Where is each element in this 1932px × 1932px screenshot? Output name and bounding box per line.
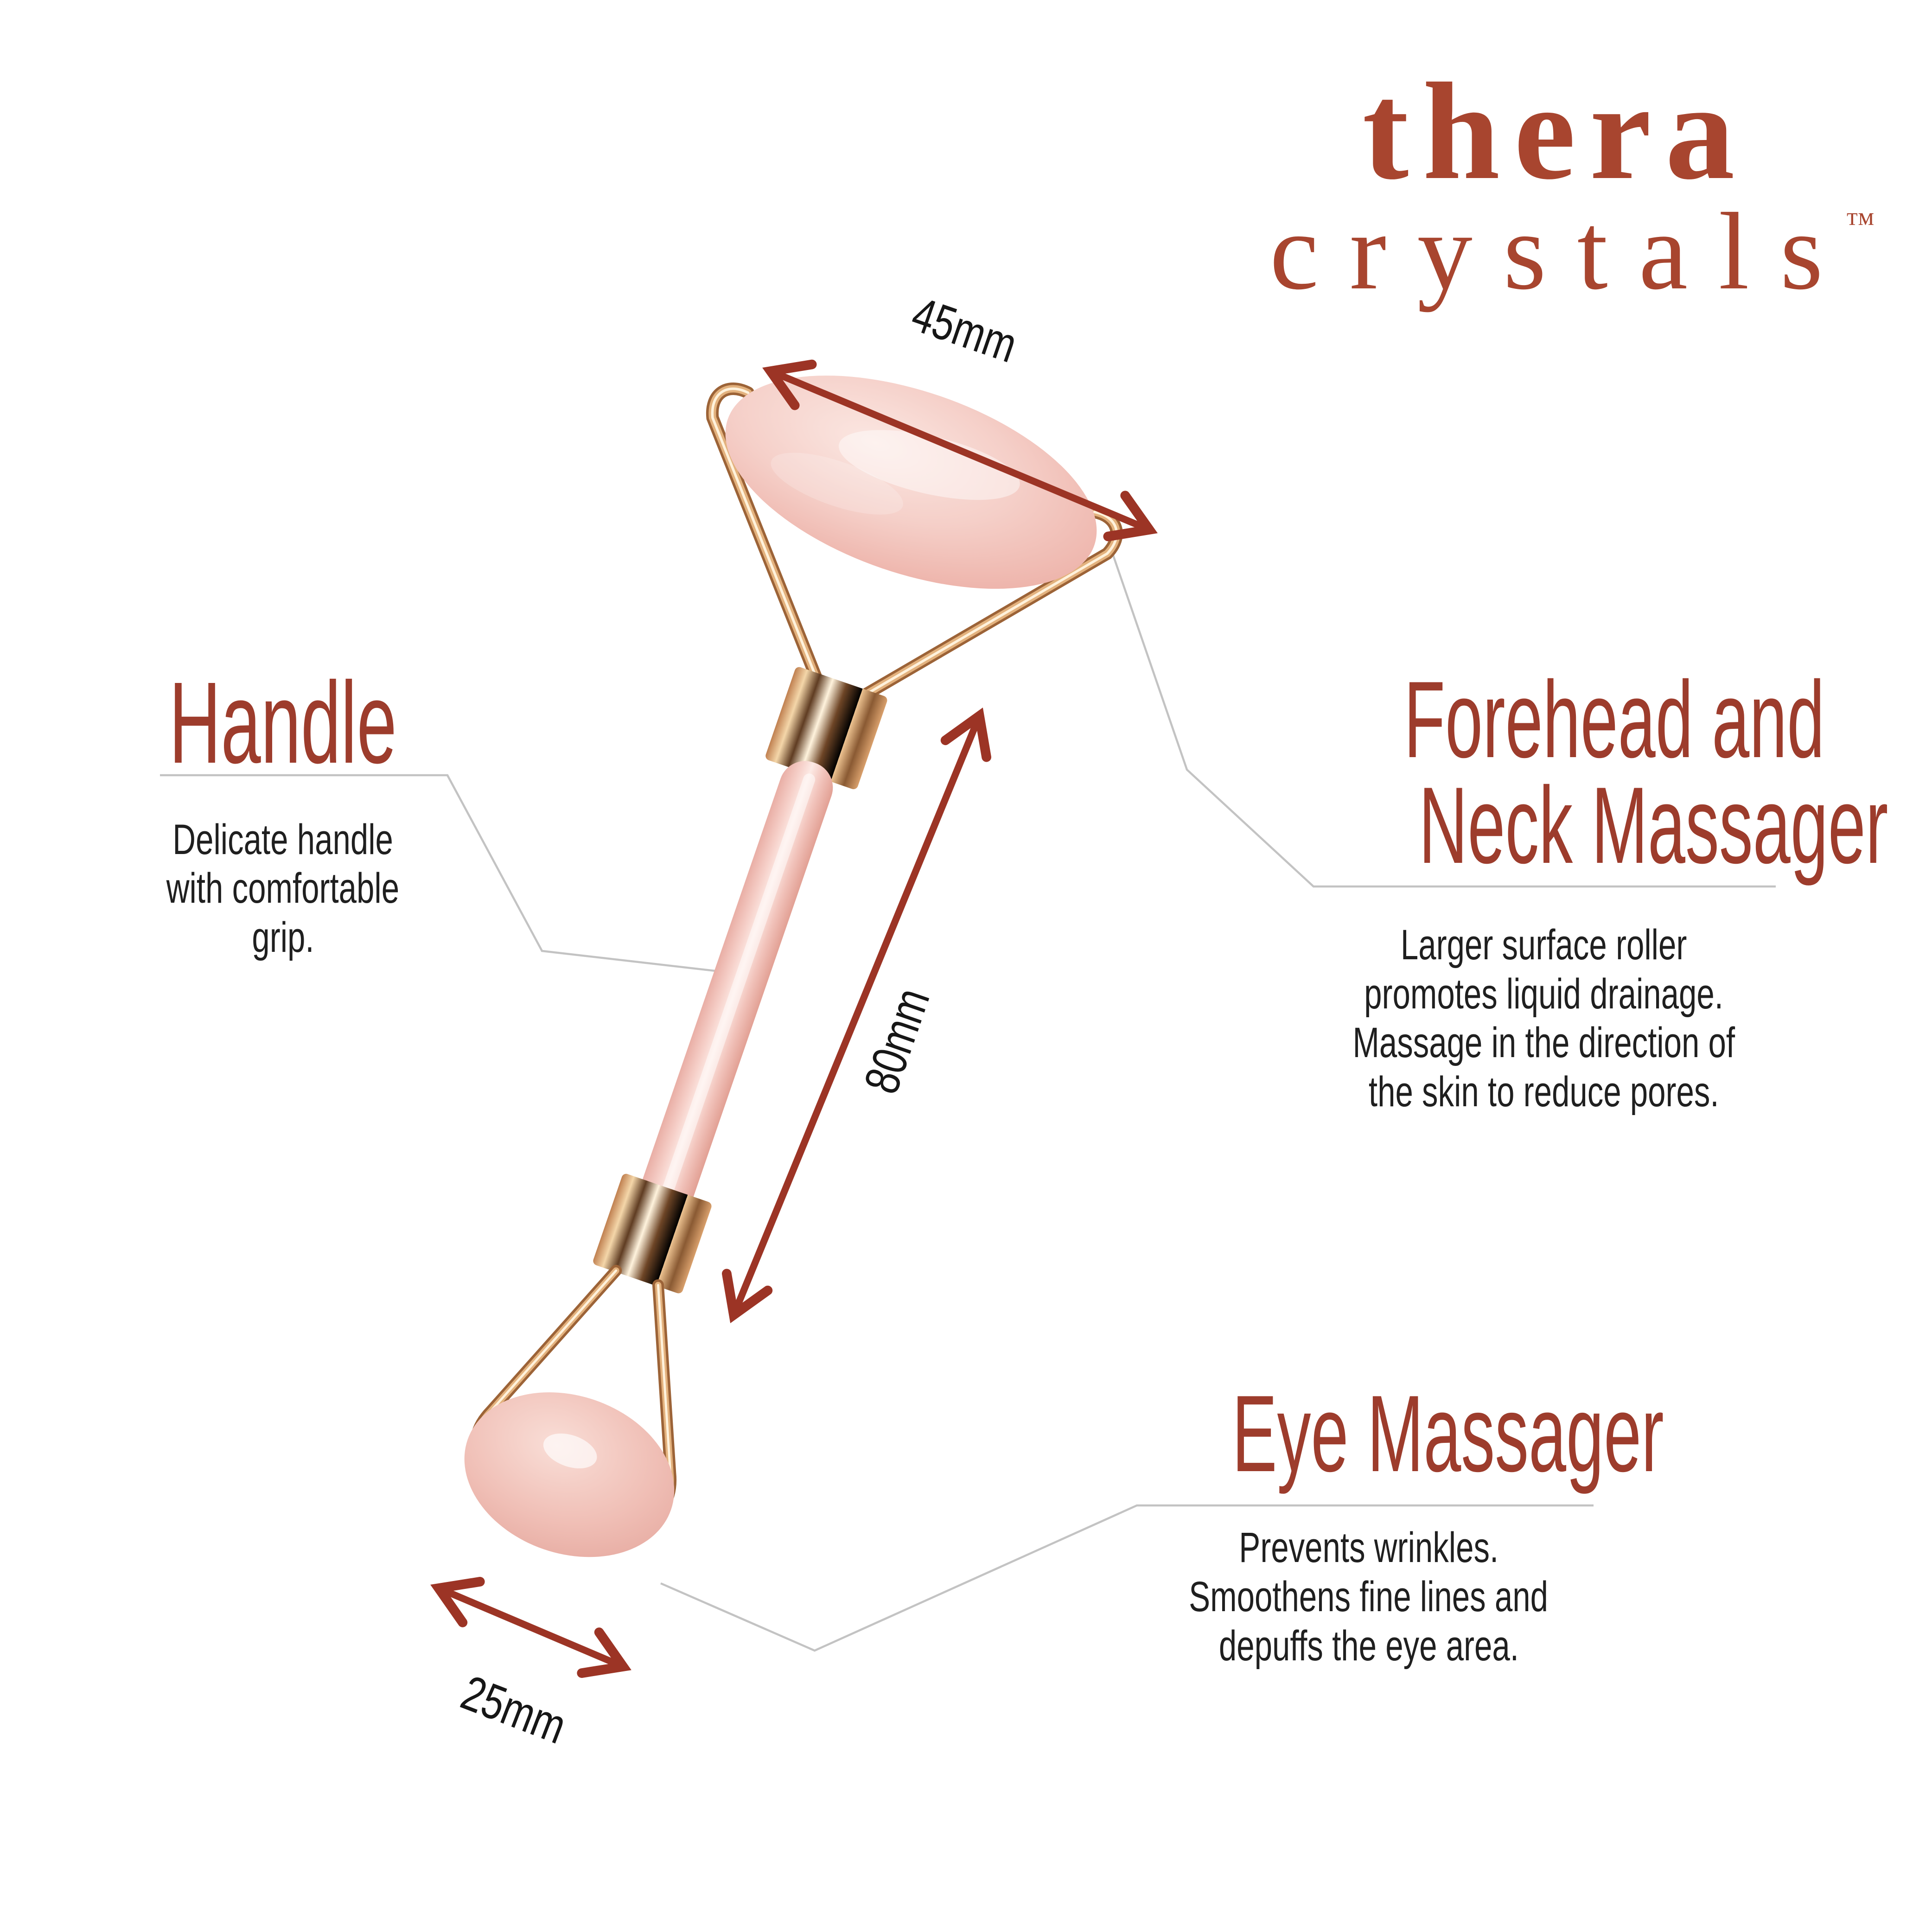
forehead-neck-title: Forehead and Neck Massager (1404, 658, 1888, 886)
dimension-arrow-80mm (722, 708, 991, 1323)
eye-roller-highlight (543, 1433, 597, 1469)
face-roller-illustration (464, 376, 1123, 1557)
dimension-arrows (430, 359, 1158, 1678)
bottom-metal-collar (593, 1173, 712, 1294)
handle-leader-line (160, 774, 748, 976)
brand-logo-line2: crystals™ (1269, 191, 1875, 312)
leader-lines (160, 554, 1776, 1652)
handle-gloss (654, 773, 816, 1217)
trademark-symbol: ™ (1845, 206, 1875, 239)
brand-logo: thera crystals™ (1252, 62, 1901, 312)
brand-logo-line1: thera (1362, 54, 1749, 208)
forehead-neck-description: Larger surface roller promotes liquid dr… (1352, 921, 1735, 1116)
eye-massager-description: Prevents wrinkles. Smoothens fine lines … (1189, 1524, 1549, 1670)
handle-callout: Handle Delicate handle with comfortable … (93, 658, 473, 963)
forehead-leader-line (1111, 554, 1776, 888)
eye-massager-title: Eye Massager (1232, 1372, 1664, 1494)
forehead-neck-callout: Forehead and Neck Massager Larger surfac… (1275, 658, 1888, 1117)
eye-massager-callout: Eye Massager Prevents wrinkles. Smoothen… (1100, 1372, 1664, 1671)
dimension-arrow-25mm (430, 1577, 631, 1678)
handle-title: Handle (169, 658, 397, 787)
handle-description: Delicate handle with comfortable grip. (166, 816, 400, 962)
handle-bar (636, 761, 833, 1230)
eye-roller (464, 1392, 675, 1557)
dimension-arrow-45mm (762, 359, 1158, 542)
eye-leader-line (660, 1504, 1594, 1652)
